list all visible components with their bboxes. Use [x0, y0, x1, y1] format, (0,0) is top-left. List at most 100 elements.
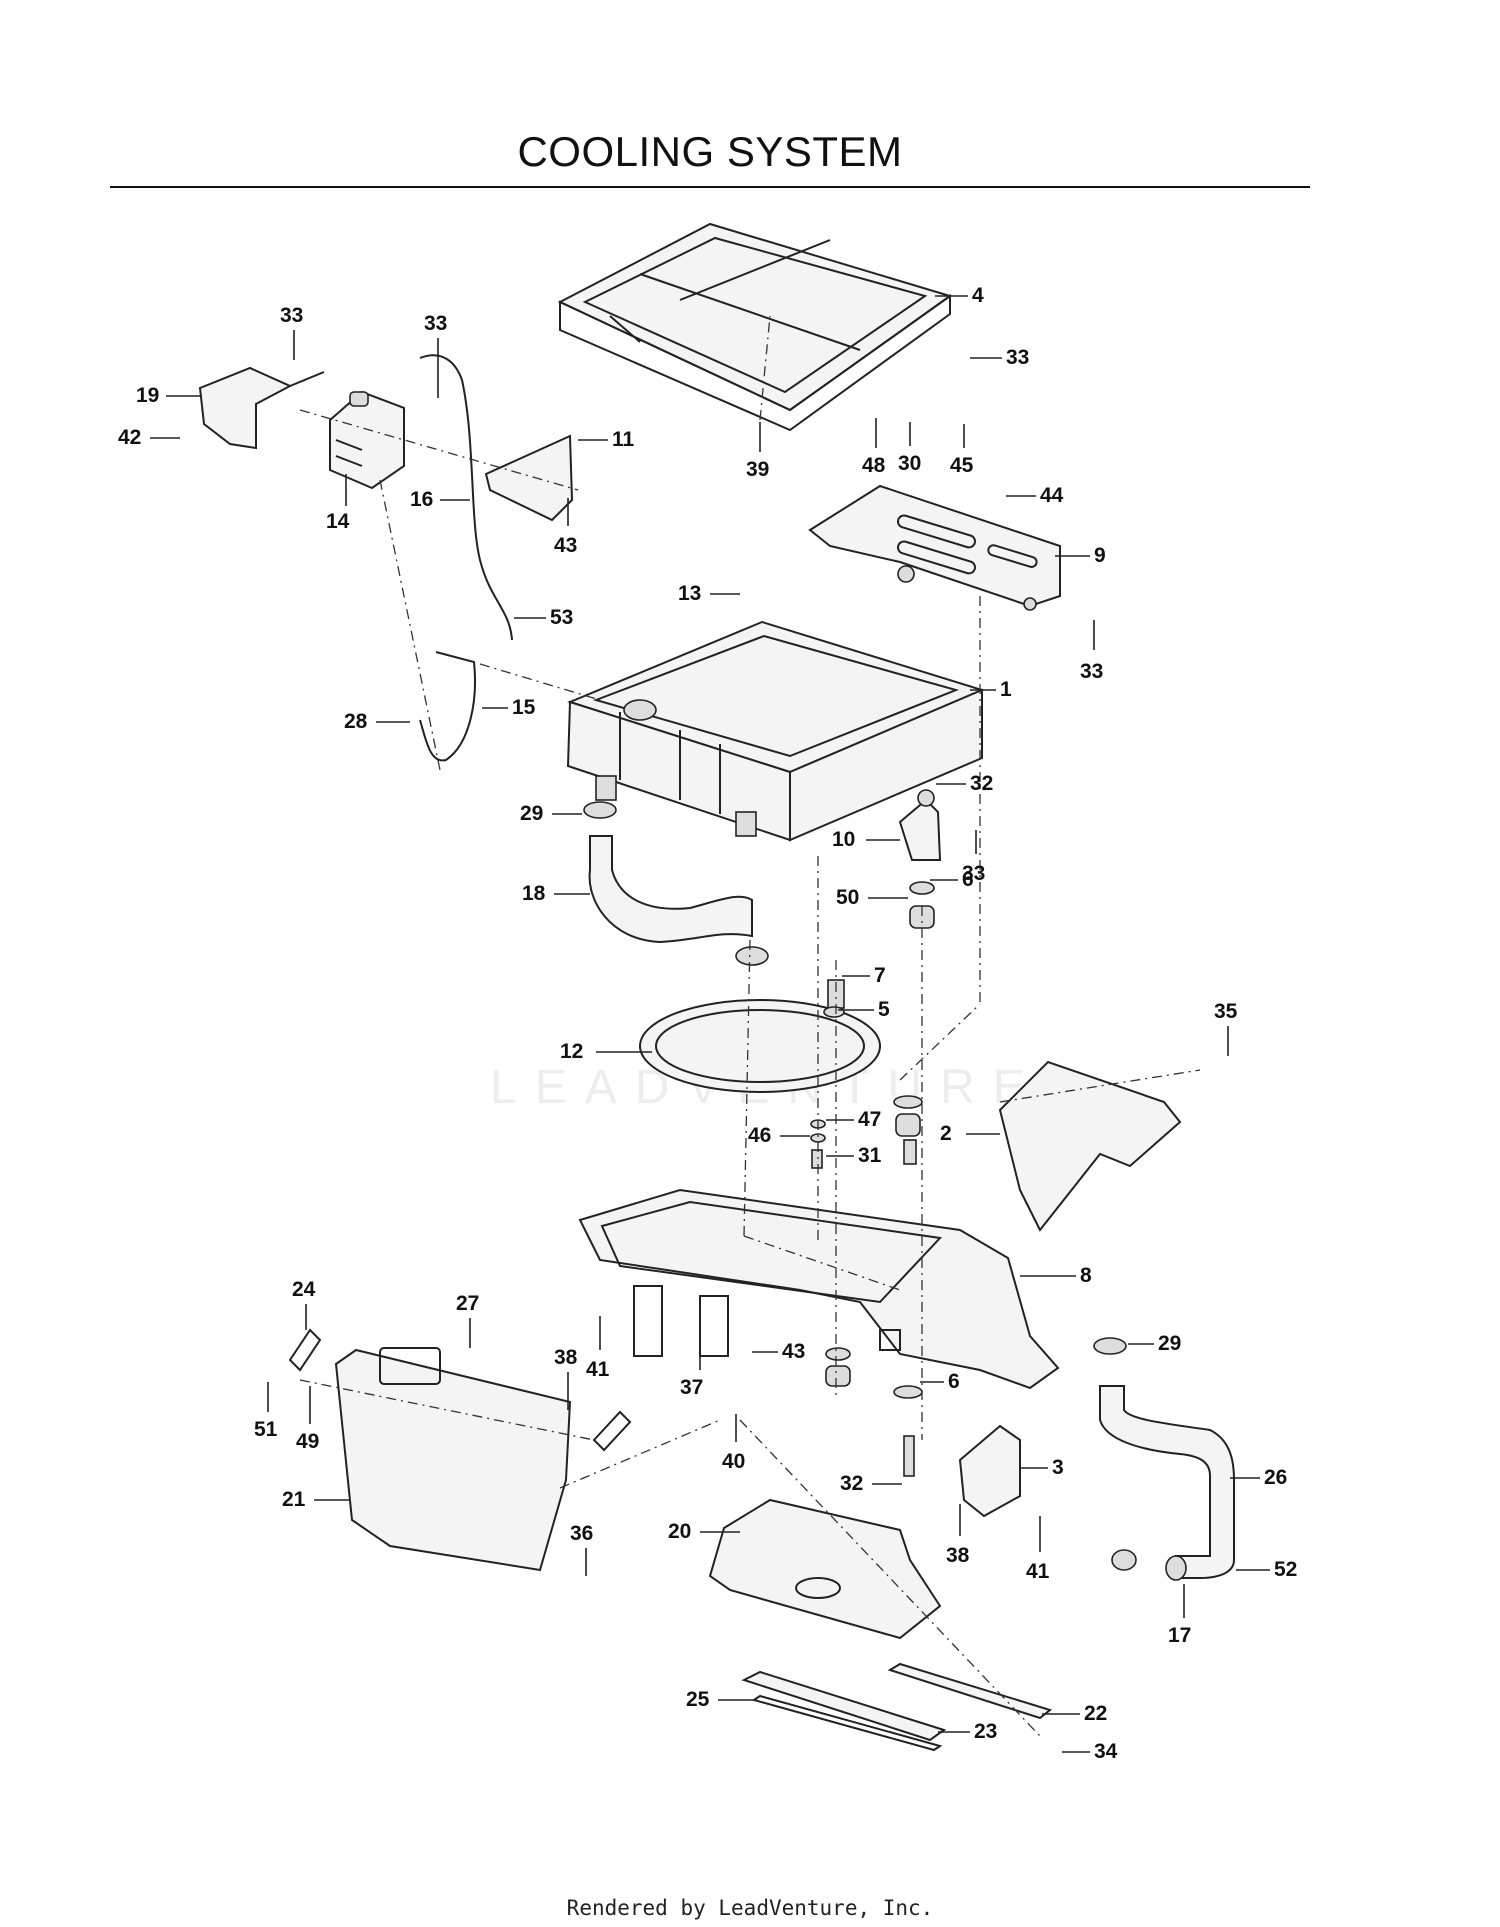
- part-21-side-panel: [334, 1347, 572, 1572]
- callout-number: 42: [118, 426, 141, 449]
- part-10-mount-bracket: [898, 789, 942, 861]
- callout-34: 34: [1062, 1740, 1118, 1763]
- callout-11: 11: [578, 428, 635, 451]
- callout-number: 7: [874, 964, 886, 987]
- callout-37: 37: [680, 1334, 703, 1399]
- callout-46: 46: [748, 1124, 810, 1147]
- callout-26: 26: [1230, 1466, 1287, 1489]
- callout-number: 15: [512, 696, 536, 719]
- title-rule: [110, 186, 1310, 188]
- part-22-23-25-strips: [741, 1662, 1053, 1752]
- callout-38: 38: [946, 1504, 970, 1567]
- callout-number: 3: [1052, 1456, 1064, 1479]
- callout-number: 38: [946, 1544, 970, 1567]
- callout-12: 12: [560, 1040, 652, 1063]
- callout-24: 24: [292, 1278, 316, 1330]
- callout-number: 40: [722, 1450, 745, 1473]
- part-26-lower-hose: [1093, 1337, 1235, 1581]
- callout-35: 35: [1214, 1000, 1238, 1056]
- callout-43: 43: [752, 1340, 805, 1363]
- callout-53: 53: [514, 606, 573, 629]
- callout-labels: 1234566789101112131415161718192021222324…: [118, 284, 1297, 1763]
- callout-number: 53: [550, 606, 573, 629]
- callout-number: 2: [940, 1122, 952, 1145]
- callout-33: 33: [280, 304, 303, 360]
- callout-number: 31: [858, 1144, 882, 1167]
- callout-14: 14: [326, 474, 350, 533]
- callout-number: 43: [554, 534, 577, 557]
- callout-number: 13: [678, 582, 701, 605]
- callout-47: 47: [826, 1108, 881, 1131]
- page-title: COOLING SYSTEM: [517, 128, 903, 175]
- callout-18: 18: [522, 882, 590, 905]
- callout-number: 19: [136, 384, 159, 407]
- callout-number: 33: [280, 304, 303, 327]
- callout-number: 6: [962, 868, 974, 891]
- callout-number: 34: [1094, 1740, 1118, 1763]
- callout-number: 46: [748, 1124, 771, 1147]
- part-3-module: [958, 1424, 1021, 1518]
- callout-43: 43: [554, 498, 577, 557]
- callout-number: 9: [1094, 544, 1106, 567]
- part-18-radiator-hose: [583, 801, 769, 966]
- callout-number: 22: [1084, 1702, 1107, 1725]
- callout-33: 33: [970, 346, 1029, 369]
- callout-23: 23: [938, 1720, 997, 1743]
- callout-6: 6: [930, 868, 974, 891]
- callout-19: 19: [136, 384, 200, 407]
- callout-number: 26: [1264, 1466, 1287, 1489]
- callout-number: 32: [840, 1472, 863, 1495]
- callout-36: 36: [570, 1522, 593, 1576]
- callout-number: 38: [554, 1346, 578, 1369]
- callout-33: 33: [962, 830, 985, 885]
- callout-48: 48: [862, 418, 886, 477]
- part-12-fan-shroud: [639, 999, 881, 1093]
- callout-51: 51: [254, 1382, 278, 1441]
- part-14-overflow-tank: [329, 390, 405, 490]
- callout-number: 48: [862, 454, 886, 477]
- callout-4: 4: [935, 284, 984, 307]
- callout-number: 45: [950, 454, 974, 477]
- callout-number: 11: [612, 428, 635, 451]
- callout-number: 21: [282, 1488, 306, 1511]
- callout-50: 50: [836, 886, 908, 909]
- callout-17: 17: [1168, 1584, 1191, 1647]
- callout-number: 44: [1040, 484, 1064, 507]
- callout-31: 31: [826, 1144, 882, 1167]
- callout-number: 39: [746, 458, 769, 481]
- callout-41: 41: [1026, 1516, 1050, 1583]
- callout-52: 52: [1236, 1558, 1297, 1581]
- callout-number: 10: [832, 828, 855, 851]
- part-20-skid-plate: [708, 1498, 942, 1640]
- callout-13: 13: [678, 582, 740, 605]
- callout-number: 6: [948, 1370, 960, 1393]
- callout-number: 35: [1214, 1000, 1238, 1023]
- callout-number: 20: [668, 1520, 691, 1543]
- callout-number: 30: [898, 452, 921, 475]
- callout-20: 20: [668, 1520, 740, 1543]
- callout-9: 9: [1055, 544, 1106, 567]
- callout-41: 41: [586, 1316, 610, 1381]
- callout-32: 32: [936, 772, 993, 795]
- callout-39: 39: [746, 422, 769, 481]
- callout-number: 23: [974, 1720, 997, 1743]
- callout-number: 50: [836, 886, 859, 909]
- callout-number: 52: [1274, 1558, 1297, 1581]
- callout-33: 33: [1080, 620, 1103, 683]
- callout-30: 30: [898, 422, 921, 475]
- callout-7: 7: [842, 964, 886, 987]
- callout-number: 17: [1168, 1624, 1191, 1647]
- callout-number: 14: [326, 510, 350, 533]
- part-9-bracket: [808, 484, 1061, 611]
- footer-credit: Rendered by LeadVenture, Inc.: [566, 1896, 934, 1920]
- callout-29: 29: [1128, 1332, 1181, 1355]
- callout-number: 18: [522, 882, 546, 905]
- callout-29: 29: [520, 802, 582, 825]
- callout-40: 40: [722, 1414, 745, 1473]
- callout-number: 41: [1026, 1560, 1050, 1583]
- callout-10: 10: [832, 828, 900, 851]
- callout-2: 2: [940, 1122, 1000, 1145]
- part-4-screen-cover: [557, 222, 953, 432]
- part-24-latch: [288, 1328, 632, 1452]
